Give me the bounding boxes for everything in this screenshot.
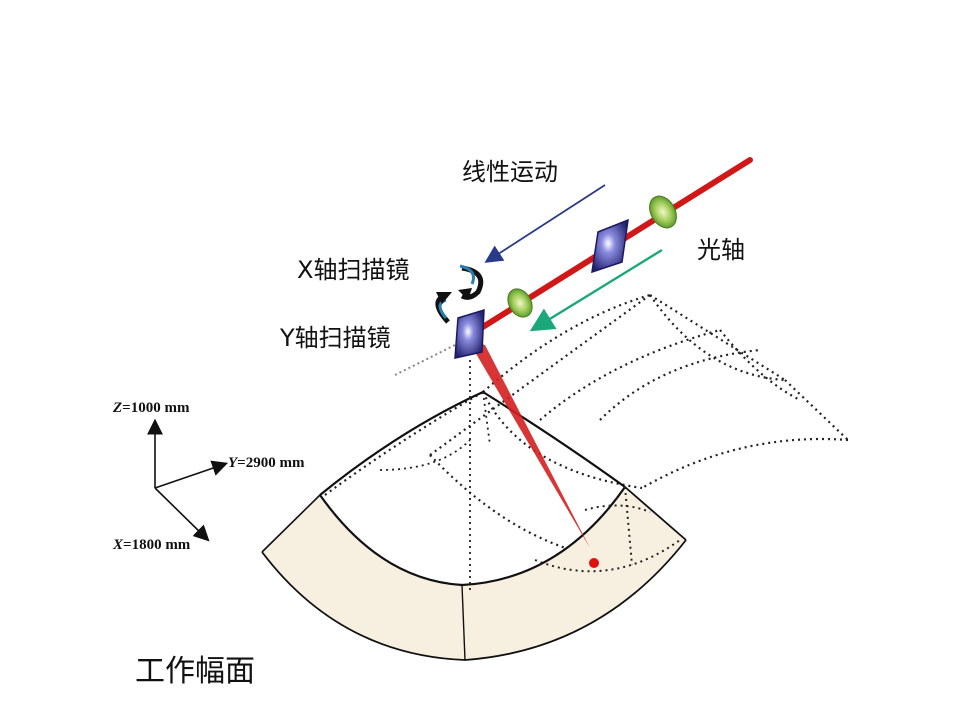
work-surface [261,360,687,661]
x-axis-label: X=1800 mm [113,537,191,553]
scan-mirror-icon [454,308,485,359]
linear-motion-label: 线性运动 [462,158,558,186]
curved-rotation-arrow-icon [435,292,452,324]
optical-axis-label: 光轴 [697,236,745,264]
optical-axis-motion-arrow [529,248,663,332]
lens-icon [649,195,677,229]
y-scan-mirror-label: Y轴扫描镜 [280,324,391,352]
curved-rotation-arrow-icon [458,264,484,300]
reference-dotted-line [394,344,456,376]
laser-beam [467,157,753,548]
linear-motion-arrow [484,184,606,263]
z-axis-label: Z=1000 mm [113,400,190,416]
rear-surface-outline [324,293,849,562]
laser-spot-icon [589,558,599,568]
lens-icon [507,288,533,318]
y-axis-label: Y=2900 mm [228,455,305,471]
coordinate-axes [147,418,229,542]
scan-mirror-icon [591,218,629,274]
work-surface-label: 工作幅面 [135,654,255,689]
x-scan-mirror-label: X轴扫描镜 [297,256,410,284]
